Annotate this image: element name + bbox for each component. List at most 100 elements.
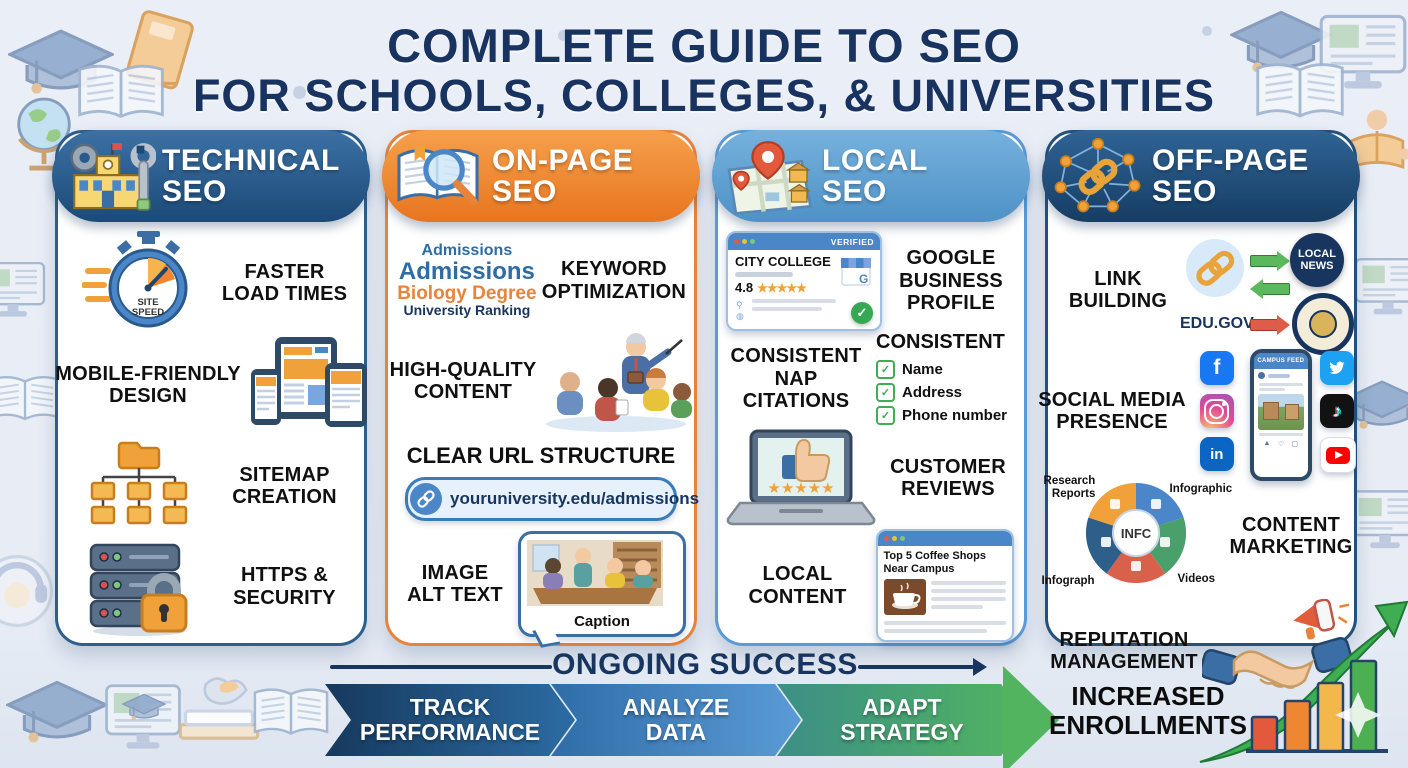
caption-text: Caption	[574, 613, 630, 630]
rating-row: 4.8 ★★★★★	[728, 280, 880, 295]
svg-text:INFC: INFC	[1120, 526, 1151, 541]
university-seal-icon	[1292, 293, 1354, 355]
verified-check-icon: ✓	[851, 302, 873, 324]
heading-line-left	[330, 665, 552, 669]
tiktok-icon: ♪	[1319, 394, 1354, 428]
campus-photo	[1257, 394, 1304, 430]
nap-row-name: ✓ Name	[876, 360, 943, 379]
twitter-icon	[1319, 351, 1354, 385]
book-magnifier-icon	[397, 145, 479, 206]
campus-feed-phone: CAMPUS FEED ▲♡▢	[1249, 349, 1312, 481]
support-person-icon	[0, 548, 60, 634]
server-lock-icon	[89, 543, 187, 636]
checkbox-icon: ✓	[876, 360, 895, 379]
heading-line-right	[858, 665, 974, 669]
edugov-label: EDU.GOV	[1180, 315, 1254, 332]
heading-arrow-icon	[973, 658, 987, 676]
business-subtitle-line	[735, 272, 793, 277]
https-security-item: HTTPS &SECURITY	[66, 536, 356, 637]
responsive-devices-icon	[250, 337, 367, 428]
graduation-cap-icon	[6, 678, 108, 750]
map-pin-icon	[727, 141, 813, 215]
coffee-photo	[883, 579, 926, 616]
monitor-icon	[1352, 256, 1408, 320]
checkbox-icon: ✓	[876, 383, 895, 402]
verified-badge: VERIFIED	[830, 236, 874, 247]
classroom-illustration	[546, 333, 693, 432]
edu-arrow-icon	[1250, 319, 1278, 331]
google-business-card: VERIFIED CITY COLLEGE 4.8 ★★★★★ G	[726, 231, 882, 331]
google-business-profile-item: VERIFIED CITY COLLEGE 4.8 ★★★★★ G	[726, 231, 1016, 331]
globe-glyph: ◍	[736, 311, 744, 321]
library-photo	[527, 540, 663, 606]
wheel-label-infograph: Infograph	[1041, 575, 1095, 587]
wheel-label-videos: Videos	[1177, 573, 1216, 585]
url-bar: youruniversity.edu/admissions	[405, 476, 699, 521]
caption-bubble: Caption	[518, 531, 686, 637]
monitor-icon	[102, 682, 184, 755]
phone-nav: ▲♡▢	[1263, 440, 1299, 448]
google-business-icon: G	[841, 258, 871, 286]
instagram-icon	[1199, 394, 1234, 428]
monitor-icon	[1348, 488, 1408, 554]
school-gear-wrench-icon	[70, 143, 156, 211]
wheel-label-infographic: Infographic	[1169, 483, 1233, 495]
svg-text:G: G	[859, 272, 868, 286]
facebook-icon: f	[1199, 351, 1234, 385]
keyword-optimization-item: Admissions Admissions Biology Degree Uni…	[396, 231, 686, 330]
keyword-cloud: Admissions Admissions Biology Degree Uni…	[397, 242, 537, 319]
ongoing-success-heading: ONGOING SUCCESS	[552, 648, 858, 681]
open-book-icon	[250, 684, 332, 742]
outbound-arrow-icon	[1250, 255, 1278, 267]
rating-value: 4.8	[735, 280, 754, 295]
checkbox-icon: ✓	[876, 406, 895, 425]
linkedin-icon: in	[1199, 437, 1234, 471]
sitemap-tree-icon	[90, 441, 187, 525]
page-title-line1: COMPLETE GUIDE TO SEO	[387, 19, 1021, 72]
social-media-graphic: f in ♪ CAMPUS FEED	[1190, 349, 1364, 481]
browser-bar: VERIFIED	[728, 233, 880, 250]
graduation-cap-icon	[122, 692, 166, 724]
growth-chart-icon	[1199, 600, 1408, 763]
pin-glyph: ⚲	[736, 300, 743, 310]
business-name: CITY COLLEGE	[735, 254, 831, 269]
